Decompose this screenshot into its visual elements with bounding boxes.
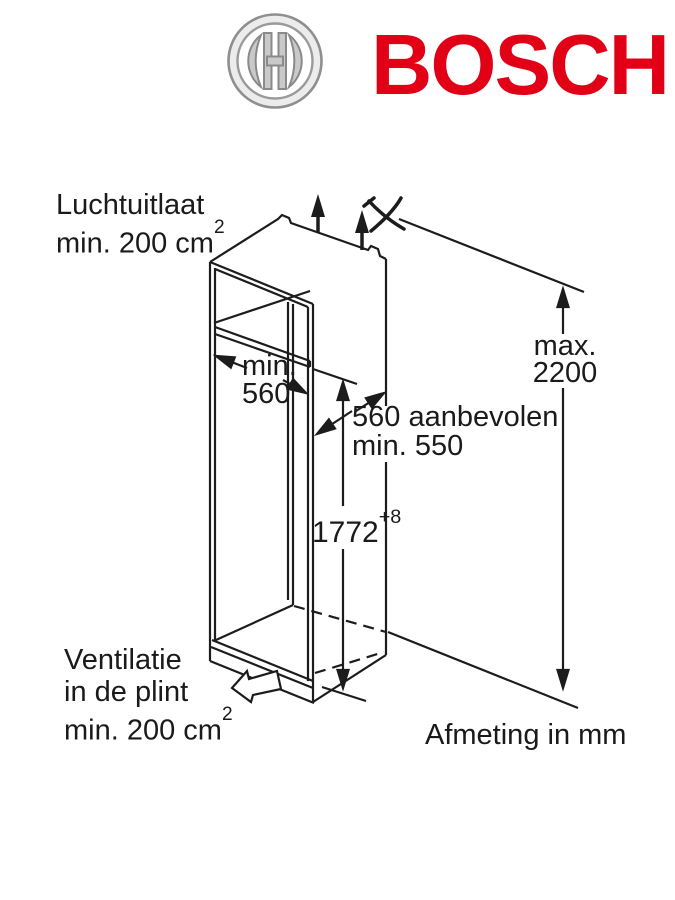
dimension-arrows-niche-width [212, 354, 310, 395]
units-note-label: Afmeting in mm [425, 719, 627, 751]
bosch-logo: BOSCH [0, 0, 675, 120]
bosch-wordmark: BOSCH [371, 18, 670, 113]
extension-lines [312, 217, 585, 710]
dimension-line-max-height [556, 285, 570, 692]
do-not-cover-icon [362, 196, 406, 233]
niche-depth-label: 560 aanbevolen min. 550 [352, 401, 559, 462]
bosch-emblem-icon [227, 13, 323, 109]
niche-height-label: 1772+8 [312, 506, 402, 549]
dimension-line-niche-height [336, 378, 350, 692]
hidden-edges [293, 604, 387, 675]
plinth-airflow-arrow-icon [230, 668, 283, 704]
air-outlet-label-line2: min. 200 cm2 [56, 217, 225, 260]
air-outlet-label-line1: Luchtuitlaat [56, 189, 205, 221]
armature-symbol [247, 31, 303, 91]
plinth-vent-label: Ventilatie in de plint min. 200 cm2 [64, 644, 233, 747]
air-outlet-label: Luchtuitlaat min. 200 cm2 [56, 189, 225, 260]
airflow-arrow-icon [355, 210, 369, 250]
niche-width-label: min. 560 [242, 350, 297, 410]
dimension-arrows-niche-depth [313, 390, 388, 437]
airflow-arrow-icon [311, 194, 325, 232]
cabinet-outline [208, 213, 388, 705]
max-height-label: max. 2200 [532, 330, 598, 389]
